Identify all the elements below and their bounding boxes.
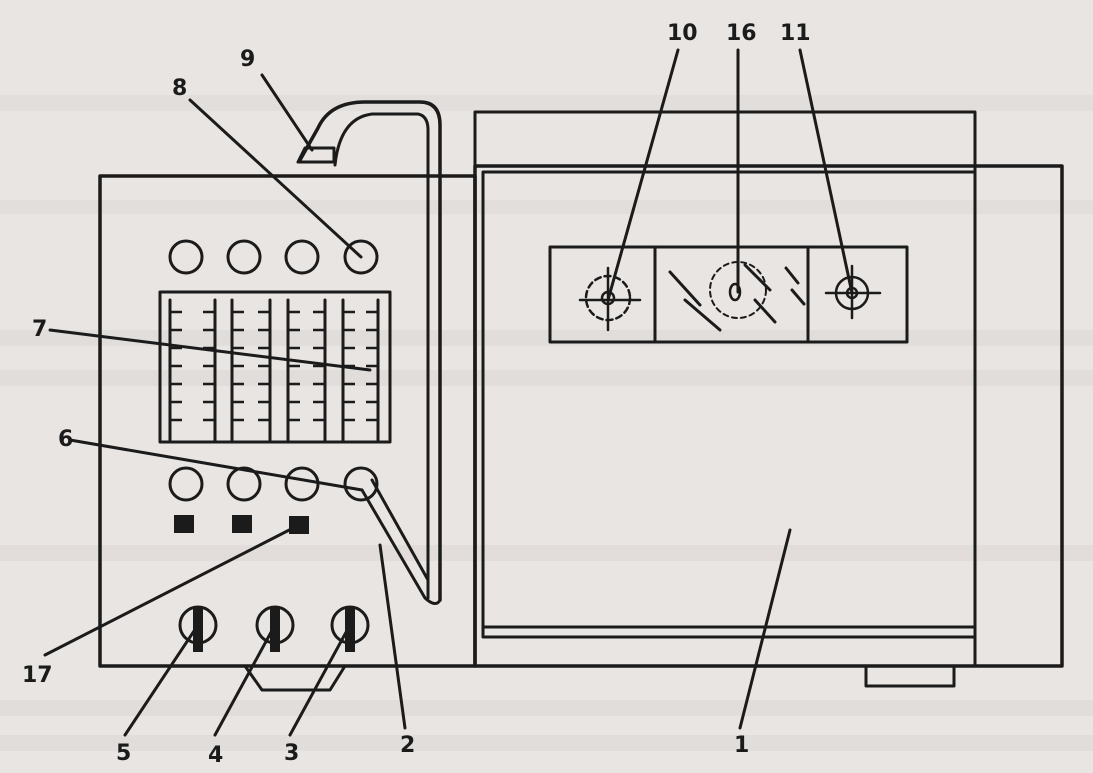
callout-labels: 10 16 11 9 8 7 6 17 5 4 3 2 1: [22, 21, 811, 768]
leader-line-5: [123, 623, 200, 737]
carrying-handle: [298, 100, 442, 602]
callout-label-4: 4: [208, 743, 223, 768]
callout-label-3: 3: [284, 741, 299, 766]
connection-hose-inner: [370, 478, 430, 582]
leader-line-2: [378, 543, 407, 730]
callout-label-11: 11: [780, 21, 811, 46]
handle-bracket: [296, 146, 336, 164]
leader-line-11: [798, 48, 854, 295]
callout-label-2: 2: [400, 733, 415, 758]
callout-label-8: 8: [172, 76, 187, 101]
toggle-switches: [178, 605, 370, 652]
callout-label-7: 7: [32, 317, 47, 342]
chamber-door: [481, 170, 977, 639]
left-sight-crosshair: [578, 266, 642, 332]
bleed-through-texture: [0, 95, 1093, 751]
toggle-switch-3: [330, 605, 370, 652]
observation-window-block: [548, 245, 909, 344]
lower-knob-3: [284, 466, 320, 502]
leader-line-10: [606, 48, 680, 302]
toggle-switch-5: [178, 605, 218, 652]
leader-line-9: [260, 73, 314, 152]
leader-line-3: [288, 623, 352, 737]
lower-knob-row: [168, 466, 379, 502]
upper-knob-4: [343, 239, 379, 275]
leader-lines: [43, 48, 854, 737]
right-foot: [864, 664, 956, 688]
leader-line-7: [48, 328, 372, 372]
callout-label-17: 17: [22, 663, 53, 688]
lower-knob-4: [343, 466, 379, 502]
lower-knob-1: [168, 466, 204, 502]
lower-knob-2: [226, 466, 262, 502]
callout-label-10: 10: [667, 21, 698, 46]
leader-line-6: [68, 438, 364, 492]
leader-line-1: [738, 528, 792, 730]
callout-label-16: 16: [726, 21, 757, 46]
leader-line-17: [43, 523, 301, 657]
leader-line-8: [188, 98, 363, 259]
callout-label-1: 1: [734, 733, 749, 758]
upper-knob-2: [226, 239, 262, 275]
callout-label-5: 5: [116, 741, 131, 766]
chamber-housing: [473, 164, 1064, 668]
leader-line-4: [213, 623, 277, 737]
measurement-scales-panel: [158, 290, 392, 444]
connection-hose: [360, 488, 442, 605]
toggle-switch-4: [255, 605, 295, 652]
upper-knob-row: [168, 239, 379, 275]
upper-knob-3: [284, 239, 320, 275]
chamber-top-box: [473, 110, 977, 168]
callout-label-6: 6: [58, 427, 73, 452]
callout-label-9: 9: [240, 47, 255, 72]
left-foot: [243, 664, 347, 692]
upper-knob-1: [168, 239, 204, 275]
carrying-handle-inner: [333, 112, 430, 600]
